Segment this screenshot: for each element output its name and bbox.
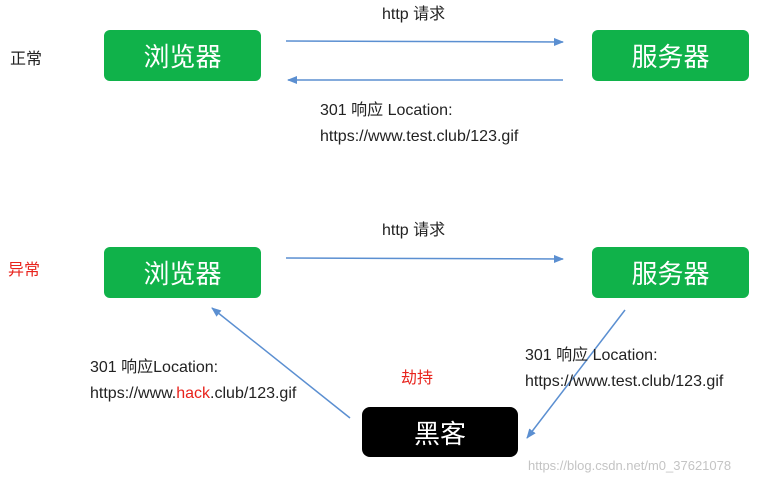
- server-to-hacker-arrow: [526, 309, 626, 439]
- hacker-node: 黑客: [362, 407, 518, 457]
- hacker-url-prefix: https://www.: [90, 385, 177, 402]
- server-response-line1: 301 响应 Location:: [525, 347, 658, 364]
- abnormal-browser-node: 浏览器: [104, 247, 261, 298]
- normal-side-label: 正常: [10, 49, 43, 68]
- normal-request-label: http 请求: [382, 6, 446, 23]
- abnormal-side-label: 异常: [8, 260, 41, 279]
- hacker-to-browser-arrow: [211, 307, 351, 419]
- normal-response-line2: https://www.test.club/123.gif: [320, 128, 519, 145]
- hijack-label: 劫持: [401, 368, 434, 387]
- normal-server-node: 服务器: [592, 30, 749, 81]
- abnormal-request-label: http 请求: [382, 222, 446, 239]
- hacker-url-highlight: hack: [176, 385, 211, 402]
- hacker-response-url: https://www.hack.club/123.gif: [90, 381, 296, 407]
- hacker-response-line1: 301 响应Location:: [90, 359, 219, 376]
- abnormal-server-node: 服务器: [592, 247, 749, 298]
- normal-response-line1: 301 响应 Location:: [320, 102, 453, 119]
- normal-browser-node: 浏览器: [104, 30, 261, 81]
- hacker-url-suffix: .club/123.gif: [210, 385, 297, 402]
- watermark: https://blog.csdn.net/m0_37621078: [528, 458, 732, 473]
- normal-request-arrow: [285, 37, 564, 46]
- server-response-line2: https://www.test.club/123.gif: [525, 373, 724, 390]
- abnormal-request-arrow: [285, 254, 564, 263]
